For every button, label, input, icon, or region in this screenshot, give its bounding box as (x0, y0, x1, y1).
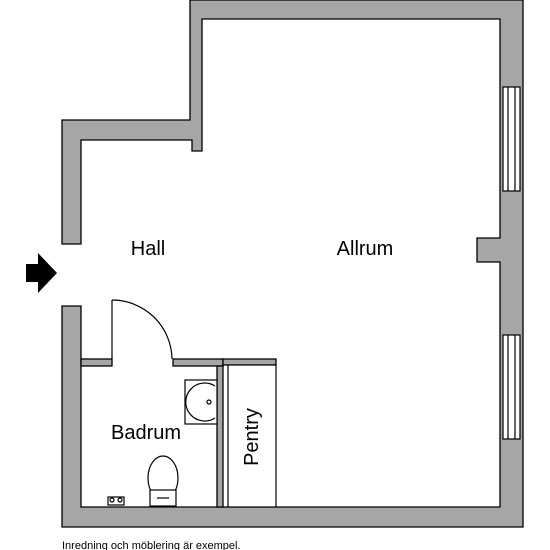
sink-icon (184, 379, 218, 425)
room-label-allrum: Allrum (337, 238, 394, 260)
room-label-hall: Hall (131, 238, 165, 260)
window-icon (502, 86, 521, 192)
room-label-badrum: Badrum (111, 422, 181, 444)
toilet-icon (147, 455, 179, 507)
window-icon (502, 334, 521, 440)
outer-walls (61, 0, 524, 528)
pentry-top-wall (222, 358, 277, 366)
bathroom-wall-side (216, 365, 224, 508)
floor-drain-icon (107, 496, 125, 506)
bathroom-wall-right (172, 358, 224, 367)
entrance-arrow-icon (26, 253, 57, 293)
footer-note: Inredning och möblering är exempel. (62, 540, 241, 550)
bathroom-wall-left (80, 358, 113, 367)
door-swing-icon (111, 299, 173, 360)
pentry-counter (227, 364, 277, 508)
room-label-pentry: Pentry (241, 408, 263, 466)
